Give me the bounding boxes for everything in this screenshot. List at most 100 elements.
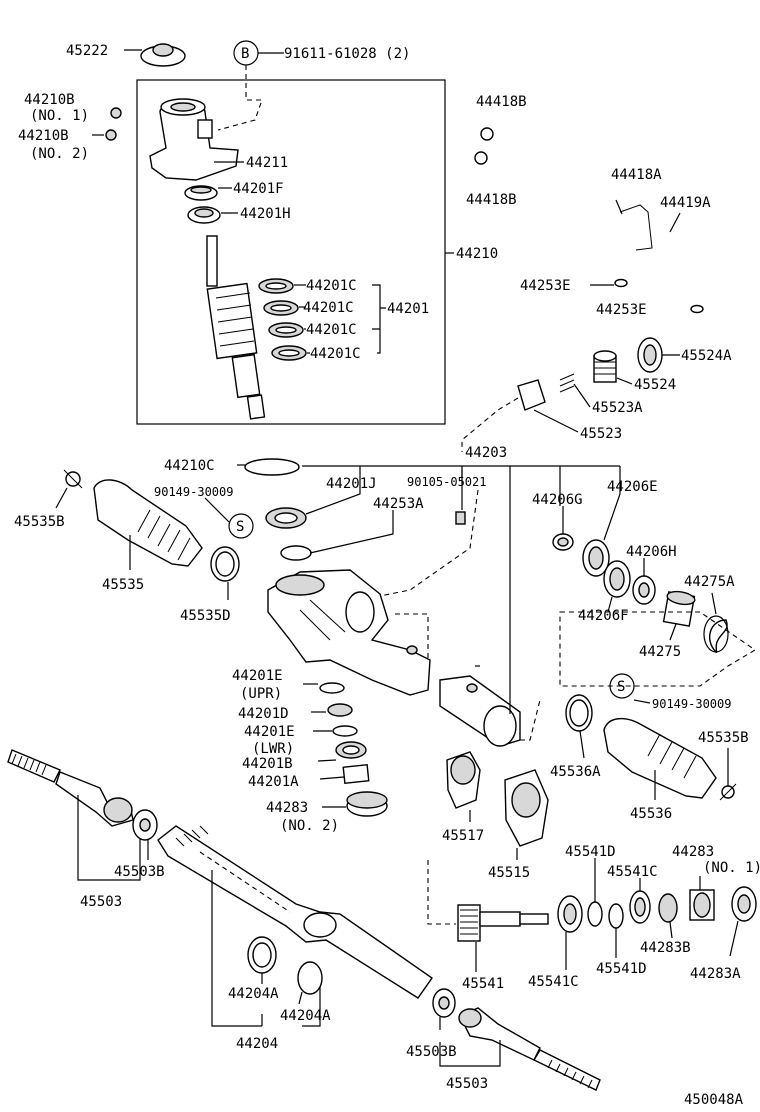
s-marker-2 xyxy=(609,673,635,699)
clamp-45535d xyxy=(210,546,240,582)
pinion-45541 xyxy=(457,904,549,942)
rack-housing xyxy=(267,569,431,696)
spring-45523a xyxy=(559,373,575,393)
seal-44206e xyxy=(582,539,610,577)
label-no1-a: (NO. 1) xyxy=(30,108,89,124)
label-44283a: 44283A xyxy=(690,966,741,982)
label-44210c: 44210C xyxy=(164,458,215,474)
label-45524: 45524 xyxy=(634,377,676,393)
seal-44201f xyxy=(184,185,218,201)
label-45541c-2: 45541C xyxy=(528,974,579,990)
label-lwr: (LWR) xyxy=(252,741,294,757)
bracket-45517 xyxy=(446,751,481,809)
pinion-valve-assembly-box xyxy=(136,79,446,425)
cylinder-tube xyxy=(439,675,521,747)
seal-44201d xyxy=(327,703,353,717)
snap-ring-44275a xyxy=(703,615,729,654)
label-44418b-2: 44418B xyxy=(466,192,517,208)
label-45541: 45541 xyxy=(462,976,504,992)
rack-guide-45523 xyxy=(517,379,546,411)
label-45541c-1: 45541C xyxy=(607,864,658,880)
valve-housing-44211 xyxy=(149,98,239,181)
seal-44206h xyxy=(632,575,656,605)
label-45541d-1: 45541D xyxy=(565,844,616,860)
label-45503-2: 45503 xyxy=(446,1076,488,1092)
label-45503b-1: 45503B xyxy=(114,864,165,880)
seal-44283b xyxy=(658,893,678,923)
seal-ring-44201c-3 xyxy=(268,322,304,338)
label-45503-1: 45503 xyxy=(80,894,122,910)
plug-44283-no1 xyxy=(689,889,715,921)
label-44201c-3: 44201C xyxy=(306,322,357,338)
label-45535b-2: 45535B xyxy=(698,730,749,746)
snap-ring-45541d-1 xyxy=(587,901,603,927)
rack-bushing-44204a-1 xyxy=(247,936,277,974)
snap-ring-45541d-2 xyxy=(608,903,624,929)
label-44253e-2: 44253E xyxy=(596,302,647,318)
label-45222: 45222 xyxy=(66,43,108,59)
label-44201: 44201 xyxy=(387,301,429,317)
label-44211: 44211 xyxy=(246,155,288,171)
seal-ring-44201c-4 xyxy=(271,345,307,361)
steering-rack xyxy=(157,825,433,999)
nut-44201a xyxy=(342,764,370,784)
label-45536a: 45536A xyxy=(550,764,601,780)
seal-44201e-upr xyxy=(319,682,345,694)
label-44201d: 44201D xyxy=(238,706,289,722)
label-44206e: 44206E xyxy=(607,479,658,495)
label-44204a-2: 44204A xyxy=(280,1008,331,1024)
label-bolt-b-marker: B xyxy=(241,46,249,62)
label-44253a: 44253A xyxy=(373,496,424,512)
label-44283-no1: 44283 xyxy=(672,844,714,860)
label-44201b: 44201B xyxy=(242,756,293,772)
label-45536: 45536 xyxy=(630,806,672,822)
label-44210: 44210 xyxy=(456,246,498,262)
bearing-44201j xyxy=(265,507,307,529)
o-ring-44253e-1 xyxy=(614,278,628,288)
rack-bushing-44204a-2 xyxy=(297,961,323,995)
clip-45503b-2 xyxy=(432,988,456,1018)
label-44201f: 44201F xyxy=(233,181,284,197)
tie-rod-end-left xyxy=(7,749,134,827)
label-44275: 44275 xyxy=(639,644,681,660)
label-45523: 45523 xyxy=(580,426,622,442)
cap-45222 xyxy=(140,43,186,67)
clamp-45536a xyxy=(565,694,593,732)
label-45535d: 45535D xyxy=(180,608,231,624)
o-ring-44253e-2 xyxy=(690,304,704,314)
label-s-marker-1: S xyxy=(236,519,244,535)
label-44201c-2: 44201C xyxy=(303,300,354,316)
union-44418b-2 xyxy=(474,151,488,165)
label-44204: 44204 xyxy=(236,1036,278,1052)
adjusting-screw-45524 xyxy=(593,350,617,383)
label-45503b-2: 45503B xyxy=(406,1044,457,1060)
label-upr: (UPR) xyxy=(240,686,282,702)
label-44201e-2: 44201E xyxy=(244,724,295,740)
label-45535b-1: 45535B xyxy=(14,514,65,530)
label-44201h: 44201H xyxy=(240,206,291,222)
plug-44283-no2 xyxy=(346,791,388,817)
label-bolt-b-part: 91611-61028 (2) xyxy=(284,46,410,62)
label-44201a: 44201A xyxy=(248,774,299,790)
bearing-45541c-1 xyxy=(629,890,651,924)
label-44210b-2: 44210B xyxy=(18,128,69,144)
label-44203: 44203 xyxy=(465,445,507,461)
label-45535: 45535 xyxy=(102,577,144,593)
sleeve-44275 xyxy=(662,590,696,627)
bellows-boot-45536 xyxy=(603,717,717,799)
o-ring-44210c xyxy=(244,458,300,476)
label-no2-b: (NO. 2) xyxy=(280,818,339,834)
bracket-45515 xyxy=(504,769,549,847)
label-45517: 45517 xyxy=(442,828,484,844)
union-44418b-1 xyxy=(480,127,494,141)
seal-44201e-lwr xyxy=(332,725,358,737)
label-44206g: 44206G xyxy=(532,492,583,508)
bolt-90105 xyxy=(455,511,466,525)
label-44210b-1: 44210B xyxy=(24,92,75,108)
pinion-shaft xyxy=(206,235,266,420)
label-no2-a: (NO. 2) xyxy=(30,146,89,162)
clip-45503b-1 xyxy=(132,809,158,841)
clip-45535b-1 xyxy=(63,469,83,489)
label-44201c-1: 44201C xyxy=(306,278,357,294)
